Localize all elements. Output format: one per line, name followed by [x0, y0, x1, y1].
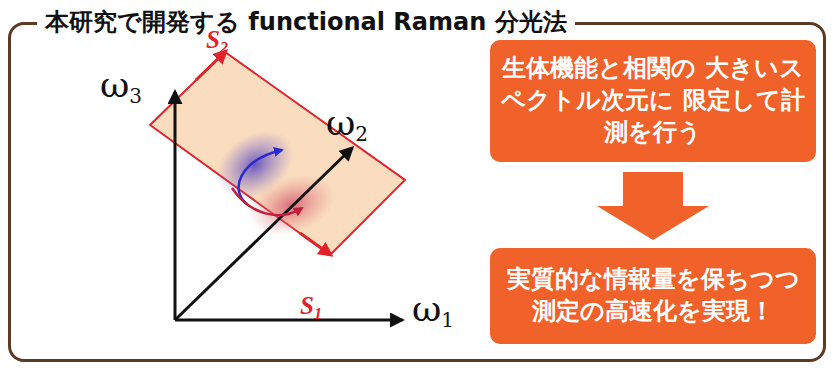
- subspace-plane: [150, 52, 405, 255]
- blue-rotation-arrow: [239, 150, 282, 205]
- box-text: 生体機能と相関の 大きいスペクトル次元に 限定して計測を行う: [500, 53, 806, 148]
- axis-label: ω2: [326, 102, 368, 146]
- vector-label: S1: [300, 292, 322, 323]
- process-box: 生体機能と相関の 大きいスペクトル次元に 限定して計測を行う: [490, 40, 816, 162]
- result-box: 実質的な情報量を保ちつつ 測定の高速化を実現！: [490, 248, 816, 344]
- s1-arrow: [300, 233, 331, 255]
- axis-w1: [175, 319, 402, 322]
- flow-arrow: [597, 172, 709, 240]
- red-rotation-arrow: [232, 188, 302, 215]
- axis-w3: [174, 92, 177, 320]
- axis-label: ω3: [100, 64, 142, 108]
- vector-label: S2: [206, 26, 228, 57]
- box-text: 実質的な情報量を保ちつつ 測定の高速化を実現！: [500, 264, 806, 327]
- axis-w2: [175, 148, 352, 320]
- frame-title: 本研究で開発する functional Raman 分光法: [37, 6, 575, 38]
- axis-label: ω1: [412, 288, 454, 332]
